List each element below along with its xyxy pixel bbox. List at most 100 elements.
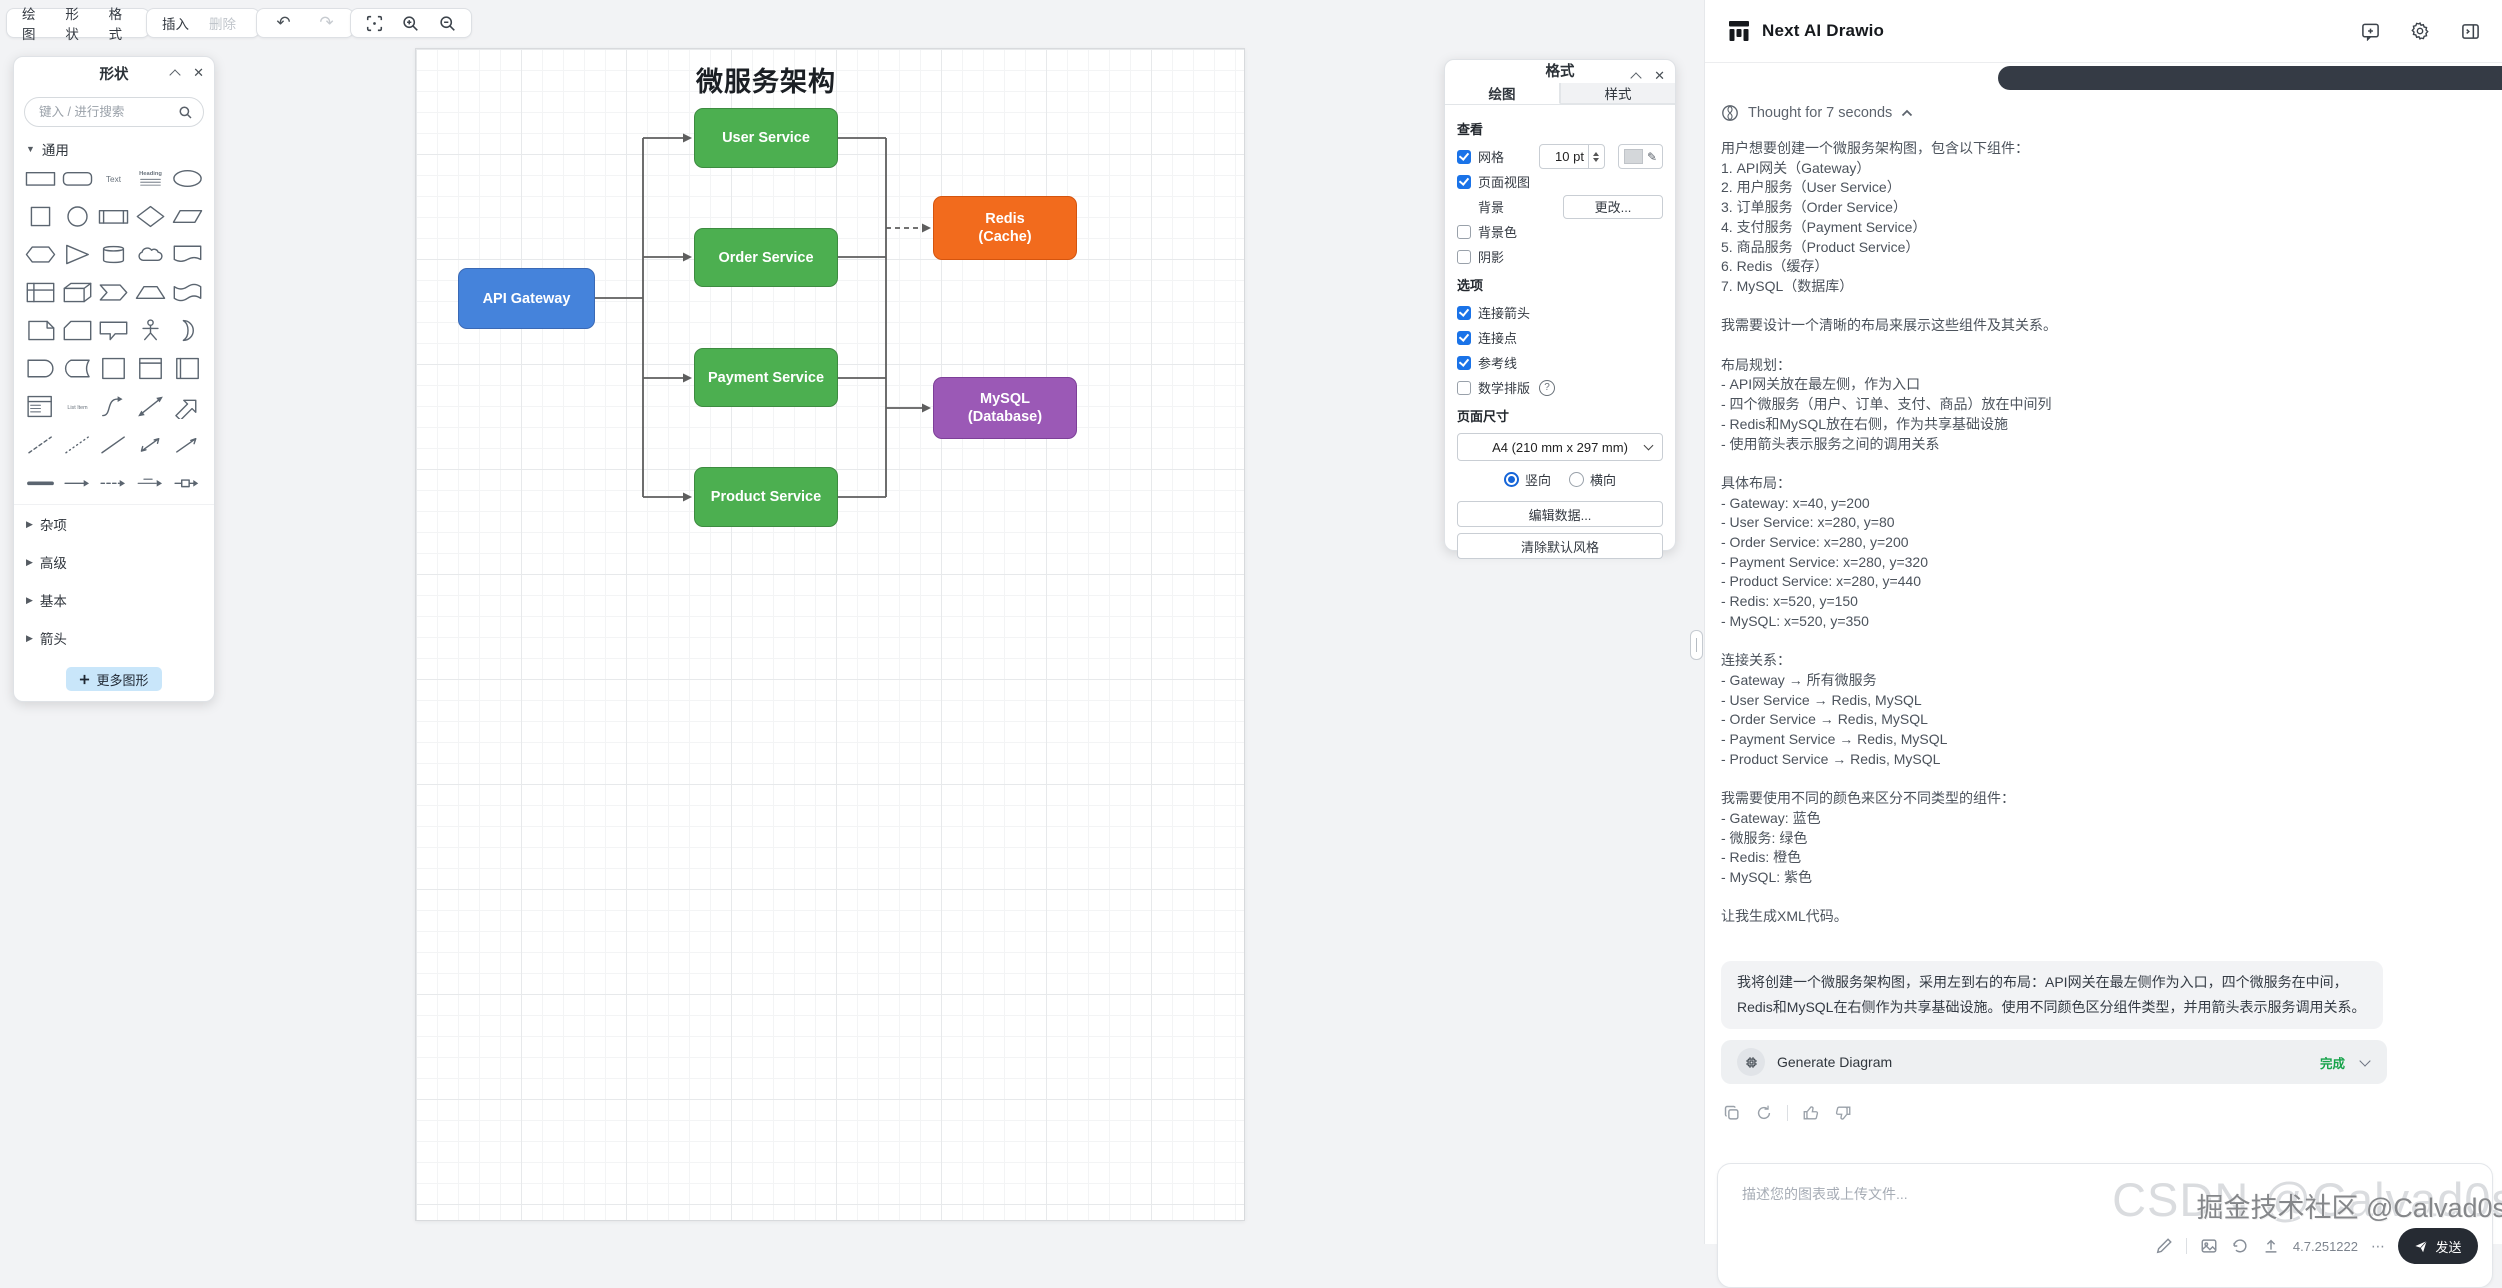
tab-diagram[interactable]: 绘图 (1445, 83, 1560, 104)
option-checkbox[interactable] (1457, 355, 1471, 370)
shape-bidirectional-connector-icon[interactable] (132, 431, 169, 458)
shape-container-title-icon[interactable] (132, 355, 169, 382)
shape-hexagon-icon[interactable] (22, 241, 59, 268)
node-redis[interactable]: Redis(Cache) (933, 196, 1077, 260)
send-button[interactable]: 发送 (2398, 1228, 2478, 1264)
shape-text-icon[interactable]: Text (96, 165, 133, 192)
shape-container-icon[interactable] (96, 355, 133, 382)
shape-line-icon[interactable] (96, 431, 133, 458)
section-collapsed-4[interactable]: ▶箭头 (26, 632, 67, 647)
shape-bidirectional-arrow-icon[interactable] (132, 393, 169, 420)
thumbs-down-icon[interactable] (1834, 1104, 1852, 1122)
shape-box-arrow-icon[interactable] (169, 469, 206, 496)
regenerate-icon[interactable] (1755, 1104, 1773, 1122)
help-icon[interactable]: ? (1539, 379, 1556, 396)
more-options-icon[interactable]: ⋯ (2371, 1237, 2385, 1254)
menu-3[interactable]: 格式 (108, 7, 123, 42)
history-icon[interactable] (2231, 1237, 2249, 1255)
section-collapsed-3[interactable]: ▶基本 (26, 594, 67, 609)
node-user[interactable]: User Service (694, 108, 838, 168)
shape-parallelogram-icon[interactable] (169, 203, 206, 230)
shape-container-side-icon[interactable] (169, 355, 206, 382)
shape-or-icon[interactable] (169, 317, 206, 344)
shape-search-input[interactable] (37, 104, 178, 120)
shape-annotation-arrow-icon[interactable] (132, 469, 169, 496)
node-mysql[interactable]: MySQL(Database) (933, 377, 1077, 439)
shape-connector-icon[interactable] (169, 431, 206, 458)
shape-ellipse-icon[interactable] (169, 165, 206, 192)
chevron-down-icon[interactable] (2361, 1057, 2371, 1067)
collapse-panel-icon[interactable] (171, 70, 181, 76)
node-order[interactable]: Order Service (694, 228, 838, 287)
option-checkbox[interactable] (1457, 305, 1471, 320)
orientation-1[interactable]: 竖向 (1503, 470, 1551, 489)
chat-input-card[interactable]: 描述您的图表或上传文件... 4.7.251222 ⋯ 发送 (1717, 1163, 2493, 1288)
shape-callout-icon[interactable] (96, 317, 133, 344)
shape-internal-storage-icon[interactable] (22, 279, 59, 306)
section-general[interactable]: ▼ 通用 (14, 131, 214, 161)
shape-triangle-icon[interactable] (59, 241, 96, 268)
shape-dotted-line-icon[interactable] (59, 431, 96, 458)
redo-icon[interactable]: ↷ (319, 13, 334, 32)
shape-actor-icon[interactable] (132, 317, 169, 344)
delete-button[interactable]: 删除 (209, 17, 236, 32)
page-size-select[interactable]: A4 (210 mm x 297 mm) (1457, 433, 1663, 461)
close-panel-icon[interactable]: ✕ (193, 65, 204, 80)
section-collapsed-2[interactable]: ▶高级 (26, 556, 67, 571)
shape-delay-icon[interactable] (22, 355, 59, 382)
option-checkbox[interactable] (1457, 330, 1471, 345)
close-panel-icon[interactable]: ✕ (1654, 68, 1665, 83)
copy-icon[interactable] (1723, 1104, 1741, 1122)
shape-list-item-icon[interactable]: List Item (59, 393, 96, 420)
shape-heading-icon[interactable]: Heading (132, 165, 169, 192)
grid-size-stepper[interactable] (1587, 145, 1604, 168)
menu-1[interactable]: 绘图 (22, 7, 36, 42)
chat-input-placeholder[interactable]: 描述您的图表或上传文件... (1742, 1186, 1908, 1202)
edit-data-button[interactable]: 编辑数据... (1457, 501, 1663, 527)
node-payment[interactable]: Payment Service (694, 348, 838, 407)
node-product[interactable]: Product Service (694, 467, 838, 527)
shape-curve-icon[interactable] (96, 393, 133, 420)
canvas-page[interactable] (415, 48, 1245, 1221)
orientation-2[interactable]: 横向 (1569, 470, 1616, 489)
shape-note-icon[interactable] (22, 317, 59, 344)
shape-step-icon[interactable] (96, 279, 133, 306)
shape-card-icon[interactable] (59, 317, 96, 344)
shape-circle-icon[interactable] (59, 203, 96, 230)
section-collapsed-1[interactable]: ▶杂项 (26, 518, 67, 533)
more-shapes-button[interactable]: 更多图形 (66, 667, 162, 691)
grid-color-button[interactable]: ✎ (1617, 144, 1663, 169)
shape-cloud-icon[interactable] (132, 241, 169, 268)
shape-rectangle-icon[interactable] (22, 165, 59, 192)
thought-toggle[interactable]: Thought for 7 seconds (1721, 104, 1913, 122)
background-color-checkbox[interactable] (1457, 224, 1471, 239)
panel-resize-grip[interactable] (1690, 630, 1703, 660)
pen-icon[interactable] (2155, 1237, 2173, 1255)
diagram-title[interactable]: 微服务架构 (696, 67, 836, 97)
toggle-panel-icon[interactable] (2460, 21, 2480, 41)
shape-cube-icon[interactable] (59, 279, 96, 306)
gear-icon[interactable] (2410, 21, 2430, 41)
shape-diamond-icon[interactable] (132, 203, 169, 230)
radio-icon[interactable] (1503, 471, 1519, 487)
shadow-checkbox[interactable] (1457, 249, 1471, 264)
fit-page-icon[interactable] (364, 15, 384, 32)
image-icon[interactable] (2200, 1237, 2218, 1255)
shape-dashed-arrow-icon[interactable] (96, 469, 133, 496)
shape-list-icon[interactable] (22, 393, 59, 420)
undo-icon[interactable]: ↶ (276, 13, 291, 32)
shape-cylinder-icon[interactable] (96, 241, 133, 268)
shape-curved-shape-icon[interactable] (59, 355, 96, 382)
generate-diagram-card[interactable]: Generate Diagram 完成 (1721, 1040, 2387, 1084)
model-version-label[interactable]: 4.7.251222 (2292, 1238, 2358, 1254)
zoom-in-icon[interactable] (401, 15, 421, 32)
tab-style[interactable]: 样式 (1560, 83, 1675, 104)
shape-tape-icon[interactable] (169, 279, 206, 306)
shape-process-icon[interactable] (96, 203, 133, 230)
insert-button[interactable]: 插入 (162, 17, 189, 32)
option-checkbox[interactable] (1457, 380, 1471, 395)
collapse-panel-icon[interactable] (1632, 73, 1642, 79)
shape-block-arrow-icon[interactable] (169, 393, 206, 420)
thumbs-up-icon[interactable] (1802, 1104, 1820, 1122)
upload-icon[interactable] (2262, 1237, 2280, 1255)
